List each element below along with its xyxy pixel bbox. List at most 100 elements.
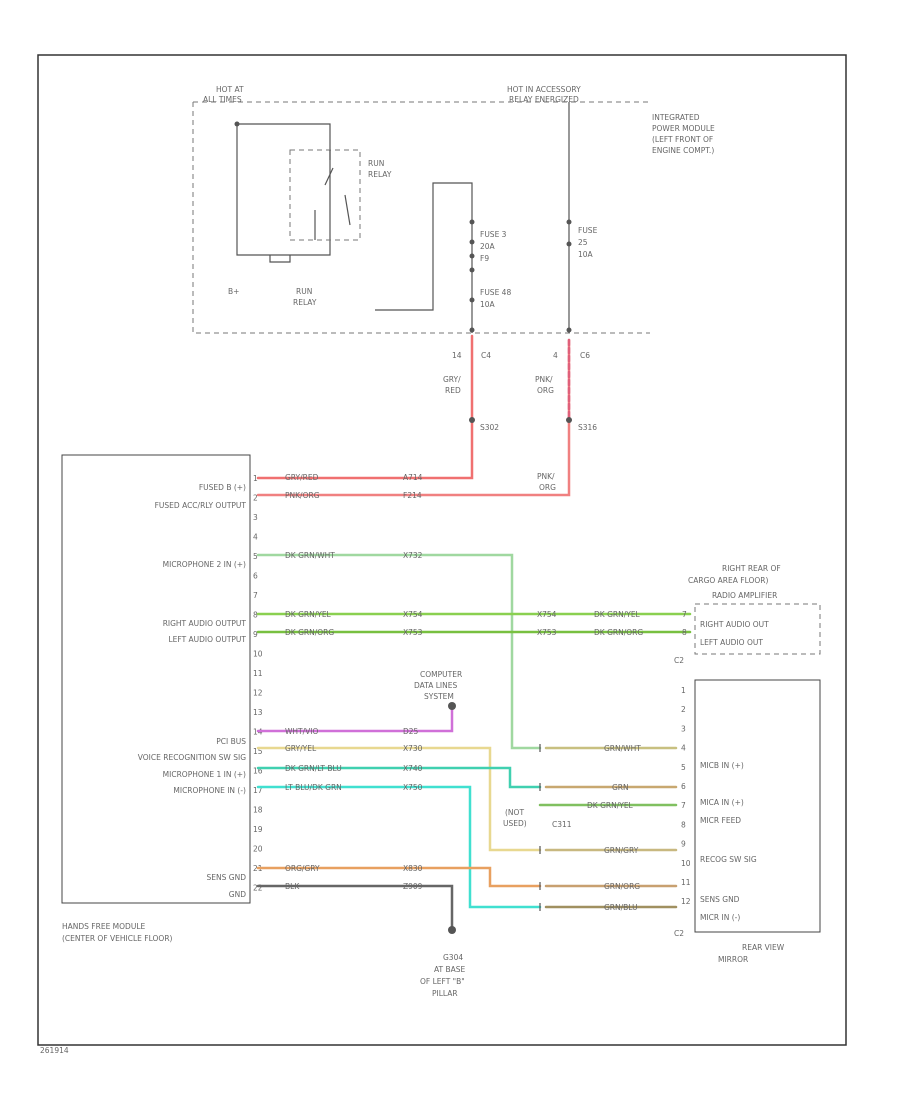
hfm-pin-number: 18 [253,806,263,815]
fuse25-label-2: 25 [578,238,588,247]
hfm-mic2: MICROPHONE 2 IN (+) [163,560,246,569]
hfm-pin-number: 4 [253,533,258,542]
fuse25-label-3: 10A [578,250,594,259]
fuse3-label-3: F9 [480,254,489,263]
mirror-pin-number: 8 [681,820,686,829]
footer-code: 261914 [40,1046,69,1055]
not-used-1: (NOT [505,808,524,817]
hfm-pin-number: 9 [253,630,258,639]
fuse-node [566,219,572,225]
mirror-sens: SENS GND [700,895,740,904]
fused-b-wire [256,334,474,480]
hfm-pin-number: 17 [253,786,263,795]
hfm-sens-gnd: SENS GND [207,873,247,882]
mic1-wire [256,766,542,789]
c4-label: C4 [481,351,491,360]
pnk-org-b-1: PNK/ [537,472,555,481]
run-relay-b-label-2: RELAY [293,298,317,307]
mirror-pin-number: 12 [681,897,691,906]
mirror-title-1: REAR VIEW [742,943,785,952]
hot-in-acc-1: HOT IN ACCESSORY [507,85,581,94]
run-relay-b-label-1: RUN [296,287,312,296]
mirror-mica: MICA IN (+) [700,798,744,807]
wire-f214: F214 [403,491,422,500]
b-plus-label: B+ [228,287,239,296]
mirror-pin-number: 9 [681,840,686,849]
hfm-pin-number: 22 [253,884,263,893]
wire-x754: X754 [403,610,423,619]
wire-r-audio: DK GRN/YEL [285,610,332,619]
ground-label-1: AT BASE [434,965,466,974]
hfm-pin-number: 20 [253,845,263,854]
amp-pin-7: 7 [682,610,687,619]
mic2-wire [256,553,542,750]
relay-circuit [236,123,331,256]
wire-micn: LT BLU/DK GRN [285,783,342,792]
hfm-pin-number: 19 [253,825,263,834]
mirror-pin-number: 2 [681,705,686,714]
hfm-pin-number: 2 [253,494,258,503]
wire-a714: A714 [403,473,423,482]
ipm-label-1: INTEGRATED [652,113,700,122]
mirror-micb: MICB IN (+) [700,761,744,770]
hfm-title-2: (CENTER OF VEHICLE FLOOR) [62,934,173,943]
fuse3-label-2: 20A [480,242,496,251]
gnd-wire [256,884,454,932]
relay-tap [269,255,291,263]
pnk-org-2: ORG [537,386,554,395]
wire-l-audio: DK GRN/ORG [285,628,334,637]
amp-label-3: RADIO AMPLIFIER [712,591,777,600]
hfm-right-audio: RIGHT AUDIO OUTPUT [163,619,247,628]
diagram-frame [37,54,847,1046]
wire-x753-b: X753 [537,628,557,637]
amp-label-1: RIGHT REAR OF [722,564,781,573]
mirror-box [694,679,821,933]
mirror-wire-recog: GRN/GRY [604,846,639,855]
rear-view-mirror: REAR VIEW MIRROR C2 MICB IN (+) MICA IN … [587,679,821,964]
wire-mic2: DK GRN/WHT [285,551,335,560]
mirror-title-2: MIRROR [718,955,748,964]
splice-dot [234,121,240,127]
fuse3-label-1: FUSE 3 [480,230,507,239]
mirror-micn: MICR IN (-) [700,913,740,922]
hfm-mic1: MICROPHONE 1 IN (+) [163,770,246,779]
amp-left-audio: LEFT AUDIO OUT [700,638,763,647]
hfm-pin-number: 3 [253,513,258,522]
fuse-node [469,327,475,333]
wire-gnd: BLK [285,882,300,891]
cds-label-2: DATA LINES [414,681,457,690]
fuse-node [469,219,475,225]
ground-g304-label: G304 [443,953,463,962]
fuse-node [469,253,475,259]
c311-label: C311 [552,820,572,829]
ipm-label-3: (LEFT FRONT OF [652,135,713,144]
hfm-pin-number: 16 [253,767,263,776]
ipm-label-2: POWER MODULE [652,124,715,133]
mirror-conn: C2 [674,929,684,938]
gry-red-2: RED [445,386,461,395]
ground-label-2: OF LEFT "B" [420,977,465,986]
wire-x740: X740 [403,764,423,773]
not-used-2: USED) [503,819,527,828]
splice-s316 [566,417,572,423]
gry-red-1: GRY/ [443,375,461,384]
mirror-wire-mica: GRN [612,783,629,792]
hfm-gnd: GND [229,890,246,899]
mirror-pin-number: 10 [681,859,691,868]
relay-switch [324,150,351,226]
ground-g304 [448,926,456,934]
mirror-pin-number: 1 [681,686,686,695]
fuse-node [469,267,475,273]
relay-output-wire [375,182,473,333]
wire-l-audio-b: DK GRN/ORG [594,628,643,637]
hfm-pin-number: 8 [253,611,258,620]
fuse-node [469,297,475,303]
hfm-left-audio: LEFT AUDIO OUTPUT [168,635,246,644]
fuse-node [566,241,572,247]
pnk-org-1: PNK/ [535,375,553,384]
wire-x753: X753 [403,628,423,637]
hfm-pin-number: 12 [253,689,263,698]
mirror-pin-number: 4 [681,744,686,753]
run-relay-box [289,149,361,241]
